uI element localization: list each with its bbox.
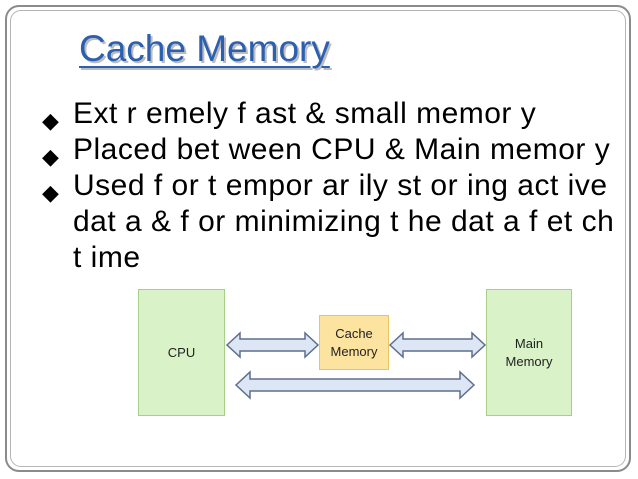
cpu-label: CPU (167, 344, 196, 360)
slide-frame-outer (5, 5, 631, 472)
main-label-line2: Memory (505, 353, 553, 369)
bullet-text: Placed bet ween CPU & Main memor y (73, 133, 611, 166)
cpu-box: CPU (138, 289, 225, 416)
cache-memory-box: Cache Memory (319, 315, 389, 370)
cache-label-line2: Memory (330, 343, 378, 359)
slide-frame-inner (10, 10, 626, 467)
bullet-item: ◆ Placed bet ween CPU & Main memor y (40, 132, 620, 169)
bullet-list: ◆ Ext r emely f ast & small memor y ◆ Pl… (40, 96, 620, 276)
bullet-item: ◆ Ext r emely f ast & small memor y (40, 96, 620, 133)
main-label-line1: Main (514, 335, 544, 351)
slide-title: Cache Memory (79, 28, 330, 69)
bullet-diamond-icon: ◆ (42, 108, 59, 133)
double-arrow-cpu-main-icon (234, 370, 476, 400)
bullet-text: Used f or t empor ar ily st or ing act i… (73, 169, 615, 274)
double-arrow-cache-main-icon (388, 331, 487, 359)
cache-label-line1: Cache (335, 325, 373, 341)
bullet-text: Ext r emely f ast & small memor y (73, 97, 537, 130)
bullet-item: ◆ Used f or t empor ar ily st or ing act… (40, 168, 620, 276)
bullet-diamond-icon: ◆ (42, 180, 59, 205)
bullet-diamond-icon: ◆ (42, 144, 59, 169)
main-memory-box: Main Memory (486, 289, 572, 416)
double-arrow-cpu-cache-icon (225, 331, 320, 359)
